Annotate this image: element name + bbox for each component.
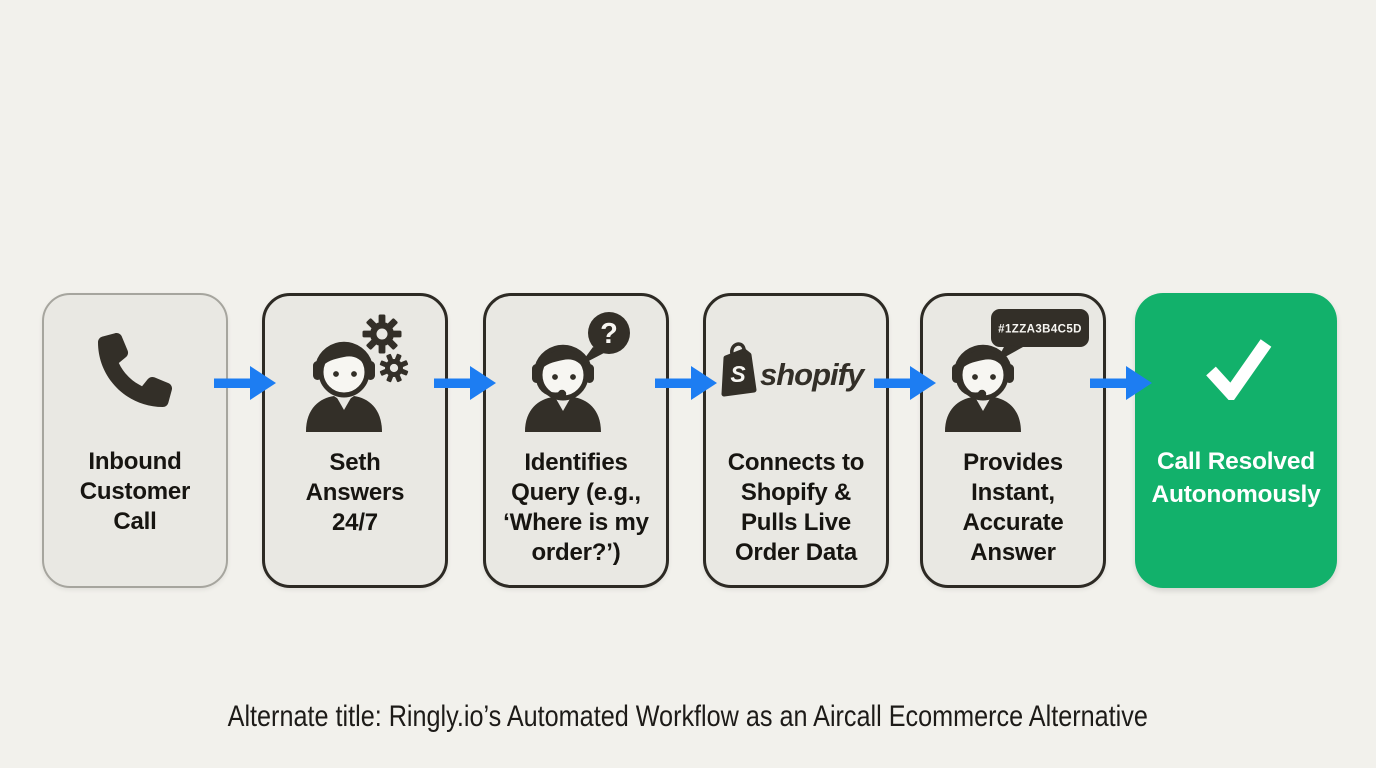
order-number: #1ZZA3B4C5D <box>998 324 1082 336</box>
step-label: Call Resolved Autonomously <box>1151 448 1321 508</box>
flow-arrow <box>434 366 496 400</box>
step-label: Seth Answers 24/7 <box>305 449 405 536</box>
shopify-bag-letter: S <box>730 361 746 387</box>
step-provides-answer: #1ZZA3B4C5D Provides Instant, Accurate A… <box>920 293 1106 588</box>
step-identifies-query: ? Identifies Query (e.g., ‘Where is my o… <box>483 293 669 588</box>
flow-arrow <box>655 366 717 400</box>
agent-with-gears-icon <box>306 314 409 432</box>
flow-arrow <box>874 366 936 400</box>
step-label: Inbound Customer Call <box>79 448 191 535</box>
shopify-wordmark: shopify <box>760 357 866 392</box>
phone-icon <box>98 333 172 407</box>
icon-zone <box>1135 293 1337 443</box>
icon-zone: ? <box>486 296 666 446</box>
flow-arrow <box>214 366 276 400</box>
checkmark-icon <box>1206 339 1272 400</box>
caption-text: Alternate title: Ringly.io’s Automated W… <box>227 700 1149 733</box>
step-connects-shopify: S shopify Connects to Shopify & Pulls Li… <box>703 293 889 588</box>
agent-question-bubble-icon: ? <box>525 312 630 432</box>
caption: Alternate title: Ringly.io’s Automated W… <box>0 700 1376 734</box>
icon-zone: S shopify <box>706 296 886 446</box>
step-call-resolved: Call Resolved Autonomously <box>1135 293 1337 588</box>
question-mark: ? <box>600 318 618 350</box>
step-label: Provides Instant, Accurate Answer <box>962 449 1064 566</box>
icon-zone: #1ZZA3B4C5D <box>923 296 1103 446</box>
step-label: Connects to Shopify & Pulls Live Order D… <box>727 449 865 566</box>
icon-zone <box>265 296 445 446</box>
shopify-logo: S shopify <box>721 342 867 397</box>
icon-zone <box>44 295 226 445</box>
flow-arrow <box>1090 366 1152 400</box>
step-seth-answers: Seth Answers 24/7 <box>262 293 448 588</box>
gear-icon <box>379 353 409 383</box>
agent-order-bubble-icon: #1ZZA3B4C5D <box>945 309 1089 432</box>
step-label: Identifies Query (e.g., ‘Where is my ord… <box>503 449 649 566</box>
step-inbound-customer-call: Inbound Customer Call <box>42 293 228 588</box>
gear-icon <box>362 314 402 354</box>
